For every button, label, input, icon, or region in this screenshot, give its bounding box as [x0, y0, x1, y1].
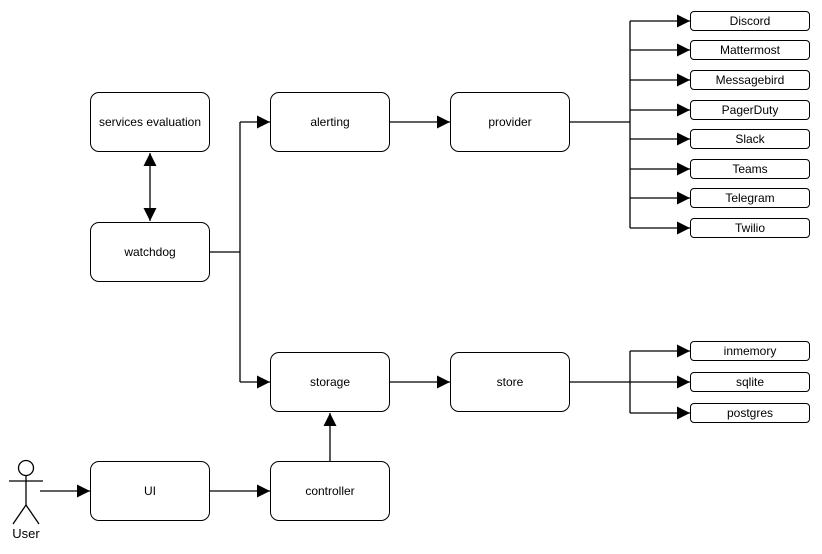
node-discord[interactable]: Discord [690, 11, 810, 31]
node-label: provider [488, 115, 532, 129]
node-label: alerting [310, 115, 350, 129]
node-label: controller [305, 484, 355, 498]
node-label: PagerDuty [721, 103, 779, 117]
node-label: UI [144, 484, 156, 498]
node-label: inmemory [723, 344, 777, 358]
node-services-evaluation[interactable]: services evaluation [90, 92, 210, 152]
node-ui[interactable]: UI [90, 461, 210, 521]
node-label: sqlite [735, 375, 764, 389]
node-twilio[interactable]: Twilio [690, 218, 810, 238]
node-controller[interactable]: controller [270, 461, 390, 521]
node-label: Mattermost [719, 43, 780, 57]
node-teams[interactable]: Teams [690, 159, 810, 179]
user-actor-icon[interactable] [9, 459, 43, 525]
node-inmemory[interactable]: inmemory [690, 341, 810, 361]
node-label: Messagebird [715, 73, 785, 87]
node-label: Telegram [725, 191, 775, 205]
node-postgres[interactable]: postgres [690, 403, 810, 423]
node-storage[interactable]: storage [270, 352, 390, 412]
node-label: Slack [735, 132, 765, 146]
node-alerting[interactable]: alerting [270, 92, 390, 152]
node-label: Discord [729, 14, 771, 28]
user-actor-label: User [12, 526, 40, 541]
node-mattermost[interactable]: Mattermost [690, 40, 810, 60]
node-label: Teams [732, 162, 768, 176]
node-label: watchdog [124, 245, 176, 259]
node-watchdog[interactable]: watchdog [90, 222, 210, 282]
node-label: Twilio [734, 221, 765, 235]
node-store[interactable]: store [450, 352, 570, 412]
node-sqlite[interactable]: sqlite [690, 372, 810, 392]
node-label: postgres [726, 406, 774, 420]
node-label: storage [309, 375, 351, 389]
node-provider[interactable]: provider [450, 92, 570, 152]
node-slack[interactable]: Slack [690, 129, 810, 149]
node-pagerduty[interactable]: PagerDuty [690, 100, 810, 120]
node-label: store [496, 375, 524, 389]
node-telegram[interactable]: Telegram [690, 188, 810, 208]
node-label: services evaluation [98, 115, 202, 129]
node-messagebird[interactable]: Messagebird [690, 70, 810, 90]
